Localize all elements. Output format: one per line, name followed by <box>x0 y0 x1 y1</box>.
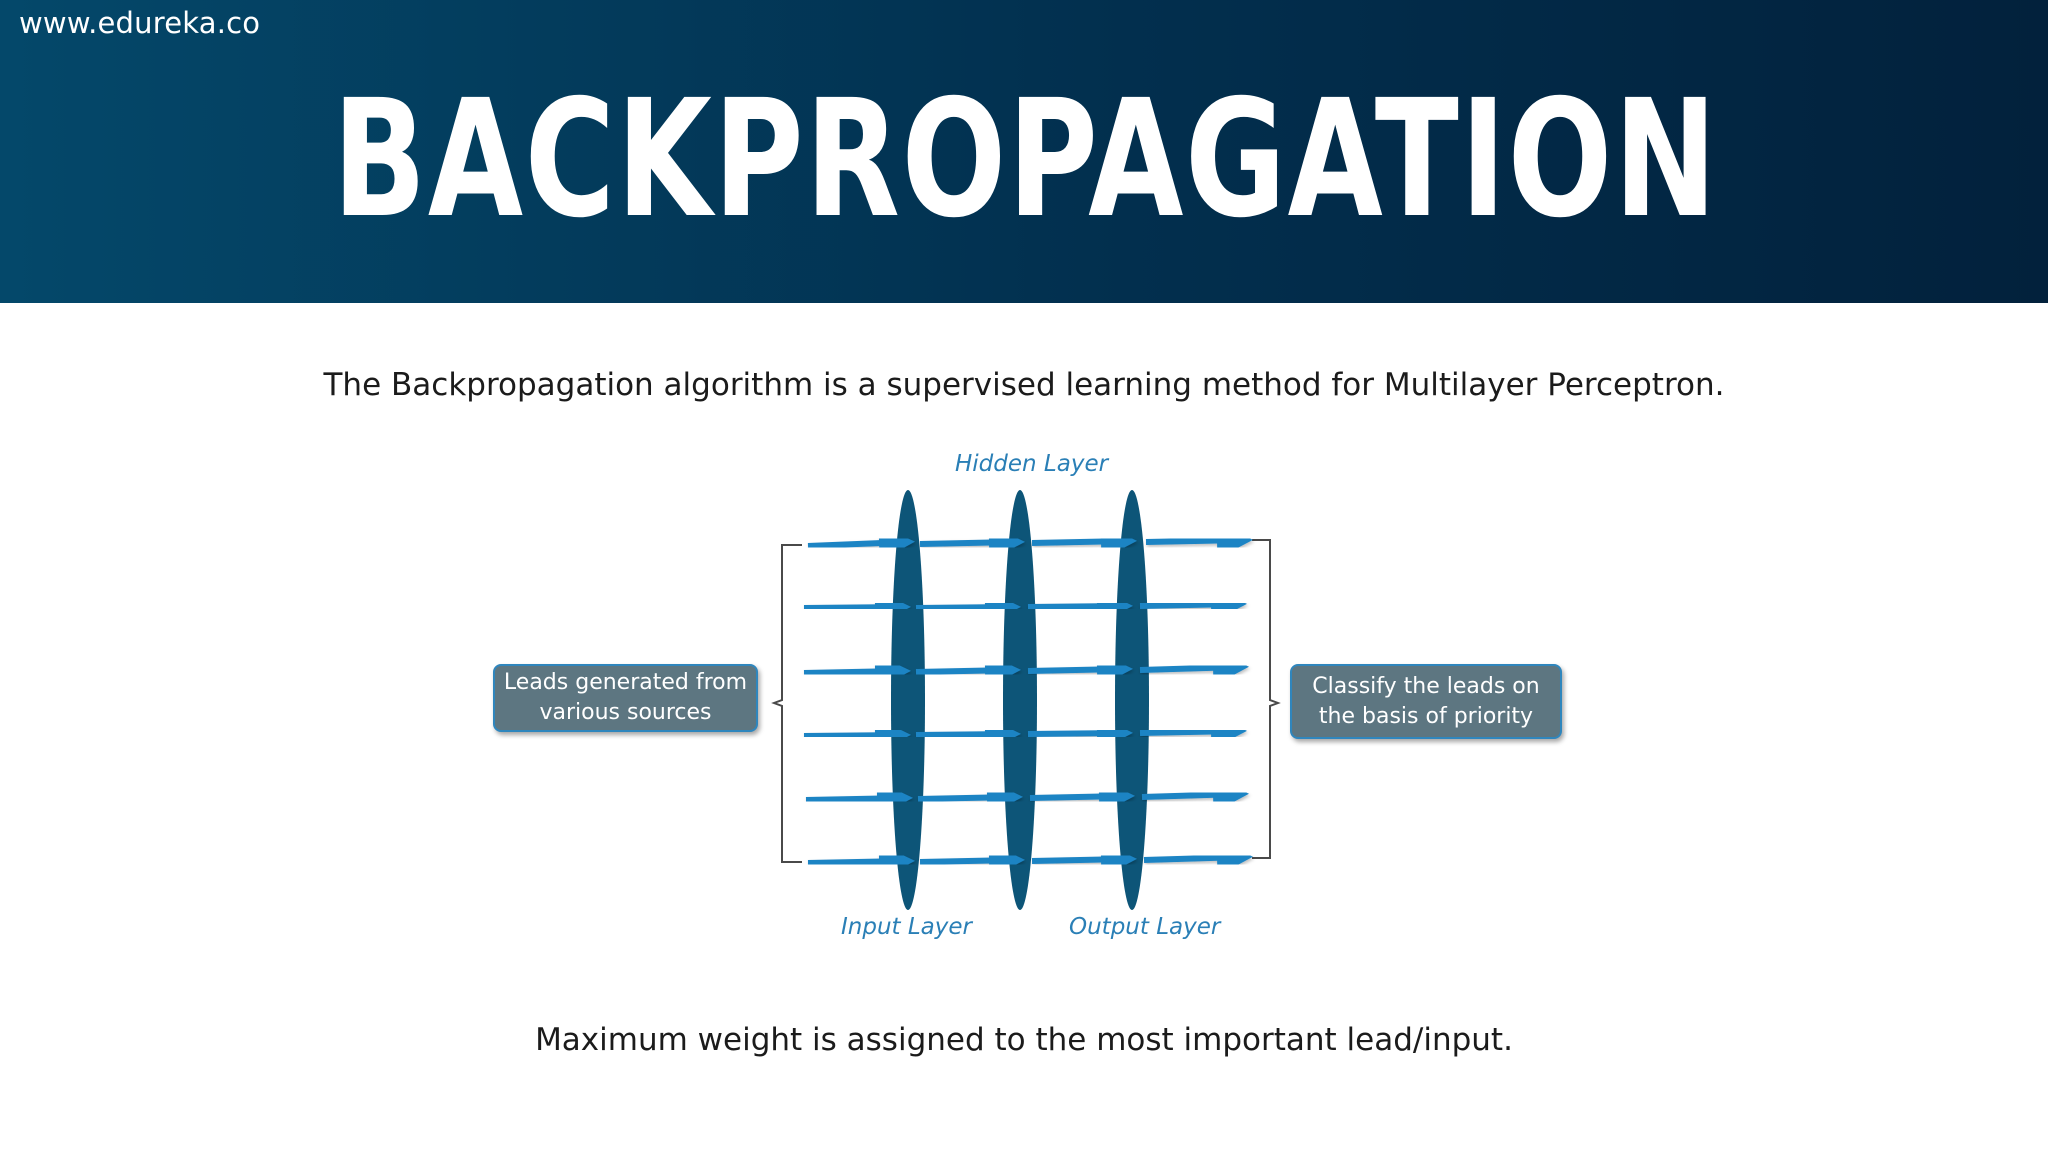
input-leads-text: Leads generated from various sources <box>503 670 748 725</box>
hidden-layer-node <box>1003 490 1037 910</box>
right-bracket <box>1252 539 1281 859</box>
arrow <box>1145 522 1253 559</box>
arrow <box>1031 523 1137 560</box>
arrow <box>805 780 913 817</box>
arrow <box>915 652 1021 689</box>
arrow <box>919 524 1025 561</box>
arrow <box>915 716 1021 753</box>
arrow <box>807 525 915 562</box>
arrow <box>1139 649 1249 686</box>
arrow <box>1027 588 1133 625</box>
arrow <box>1143 839 1253 876</box>
site-url: www.edureka.co <box>19 6 261 40</box>
arrow <box>1139 713 1247 750</box>
page-title: BACKPROPAGATION <box>332 66 1719 254</box>
arrow <box>803 589 911 626</box>
layer-ellipses <box>891 490 1149 910</box>
arrow-row-6 <box>807 839 1253 880</box>
input-leads-box: Leads generated from various sources <box>493 664 758 732</box>
arrow <box>917 779 1023 816</box>
hidden-layer-label: Hidden Layer <box>955 451 1109 477</box>
arrow <box>807 843 915 880</box>
arrow-row-1 <box>807 522 1253 562</box>
output-layer-label: Output Layer <box>1069 914 1221 940</box>
arrow <box>803 653 911 690</box>
arrow <box>1027 651 1133 688</box>
arrow-row-3 <box>803 649 1249 690</box>
arrow <box>915 589 1021 626</box>
classify-leads-text: Classify the leads on the basis of prior… <box>1312 673 1540 729</box>
title-banner: www.edureka.co BACKPROPAGATION <box>0 0 2048 303</box>
arrow <box>1139 586 1247 623</box>
input-layer-label: Input Layer <box>841 914 972 940</box>
arrow-row-5 <box>805 776 1249 817</box>
intro-text: The Backpropagation algorithm is a super… <box>323 367 1725 403</box>
arrow-row-4 <box>803 713 1247 754</box>
arrow <box>1031 841 1137 878</box>
output-layer-node <box>1115 490 1149 910</box>
bottom-text: Maximum weight is assigned to the most i… <box>535 1022 1513 1058</box>
arrow <box>1027 715 1133 752</box>
input-layer-node <box>891 490 925 910</box>
left-bracket <box>771 544 802 863</box>
arrow <box>803 717 911 754</box>
arrow <box>1029 778 1135 815</box>
arrow-row-2 <box>803 586 1247 626</box>
arrow <box>1141 776 1249 813</box>
classify-leads-box: Classify the leads on the basis of prior… <box>1290 664 1562 739</box>
arrow <box>919 842 1025 879</box>
